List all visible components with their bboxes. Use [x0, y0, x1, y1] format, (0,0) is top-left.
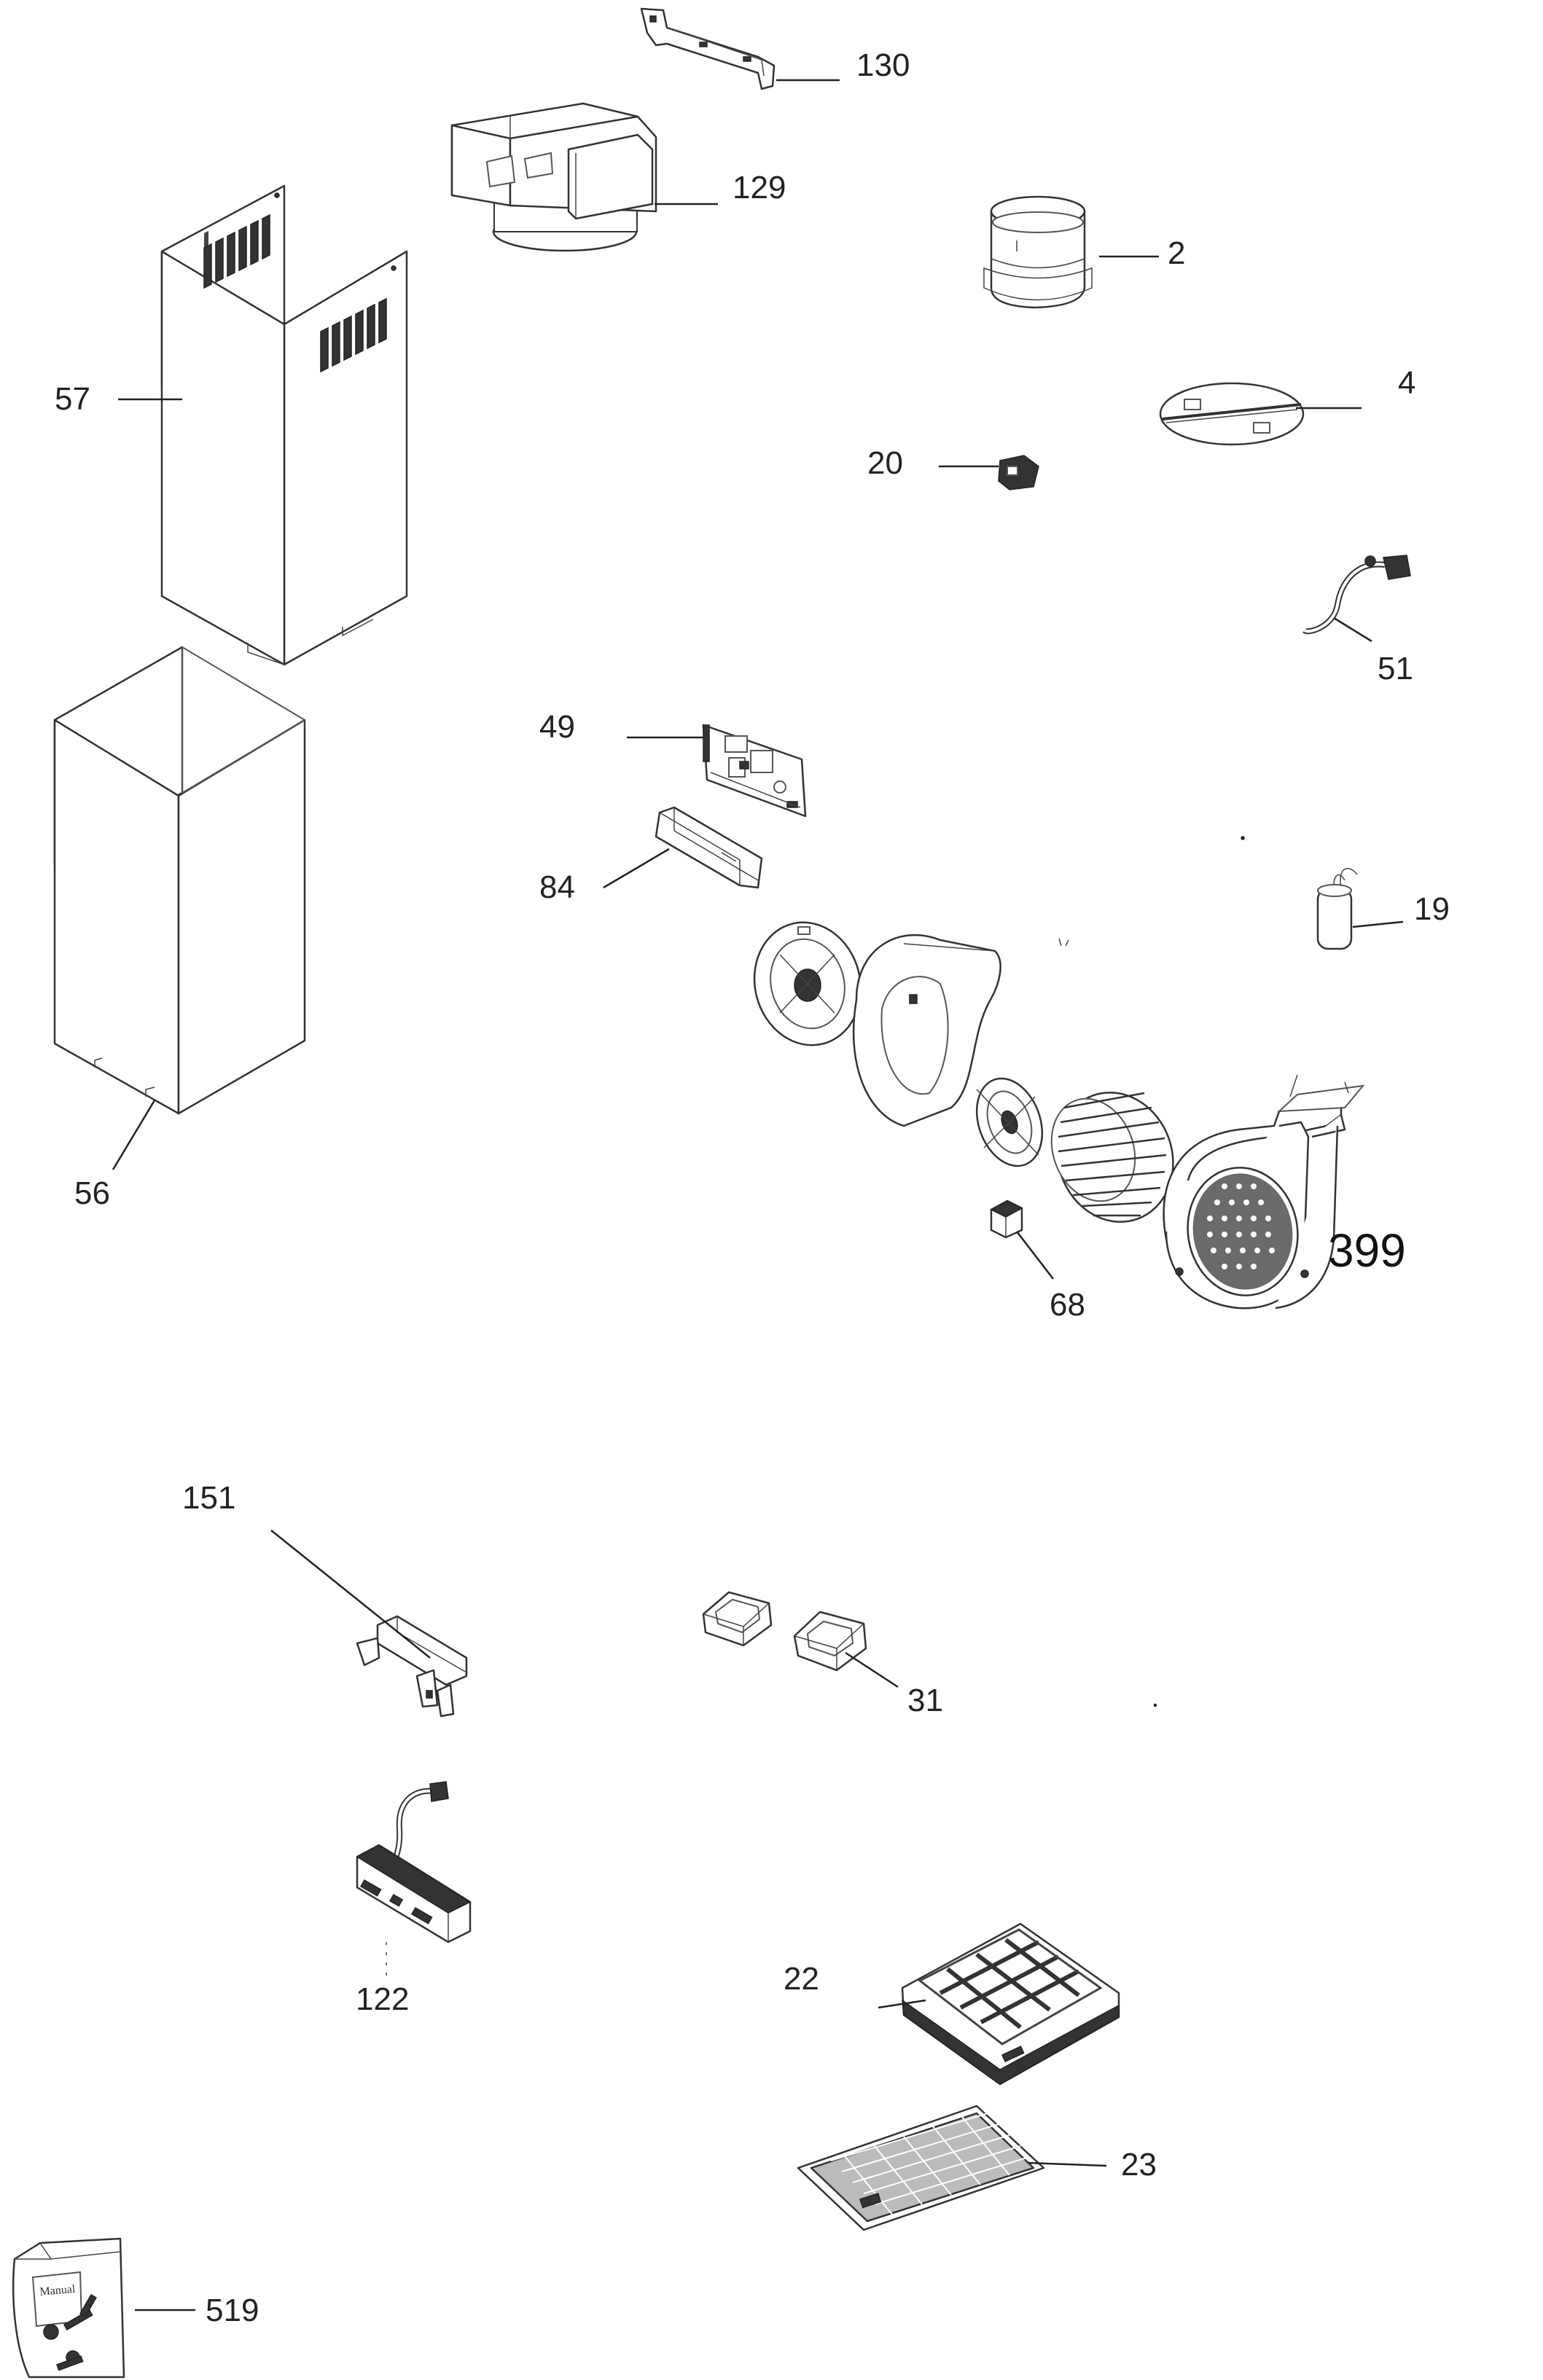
- control-panel-icon: [356, 1781, 472, 1982]
- leader-31: [845, 1651, 899, 1688]
- leader-68: [1016, 1231, 1054, 1280]
- lower-chimney-icon: [53, 646, 306, 1115]
- leader-56: [112, 1100, 156, 1170]
- connector-icon: [998, 455, 1039, 490]
- callout-31: 31: [907, 1683, 943, 1718]
- leader-84: [603, 848, 670, 889]
- board-cover-icon: [655, 806, 763, 889]
- blower-motor-icon: [975, 1077, 1044, 1167]
- leader-51: [1333, 616, 1372, 643]
- blower-volute-icon: [852, 933, 1001, 1127]
- leader-22: [878, 1999, 926, 2009]
- callout-130: 130: [856, 47, 910, 83]
- callout-68: 68: [1050, 1287, 1085, 1323]
- blower-backplate-icon: [753, 921, 862, 1046]
- callout-129: 129: [733, 170, 786, 205]
- switch-icon: [990, 1199, 1023, 1239]
- callout-84: 84: [539, 869, 575, 905]
- backdraft-damper-icon: [1159, 382, 1305, 446]
- callout-151: 151: [182, 1480, 235, 1516]
- air-diverter-icon: [450, 102, 657, 252]
- lamp-holder-icon: [356, 1615, 468, 1718]
- callout-22: 22: [784, 1961, 819, 1997]
- power-cable-icon: [1302, 555, 1411, 635]
- callout-519: 519: [206, 2293, 259, 2328]
- callout-122: 122: [356, 1981, 409, 2017]
- callout-56: 56: [74, 1175, 110, 1211]
- duct-collar-icon: [983, 195, 1093, 309]
- manual-bag-icon: Manual: [12, 2237, 125, 2379]
- light-housing-icon: [702, 1591, 867, 1672]
- callout-49: 49: [539, 709, 575, 745]
- mounting-bracket-icon: [640, 7, 776, 90]
- upper-chimney-icon: [160, 184, 408, 666]
- callout-57: 57: [55, 381, 90, 417]
- callout-23: 23: [1121, 2147, 1157, 2183]
- blower-impeller-icon: [1050, 1092, 1174, 1223]
- capacitor-icon: [1316, 867, 1358, 950]
- callout-19: 19: [1414, 891, 1450, 927]
- leader-23: [1027, 2161, 1107, 2167]
- callout-4: 4: [1398, 365, 1415, 401]
- callout-399: 399: [1328, 1224, 1406, 1277]
- blower-assembly-icon: [753, 921, 1365, 1310]
- control-board-icon: [702, 724, 807, 818]
- leader-19: [1352, 920, 1404, 928]
- manual-bag-label: Manual: [39, 2283, 77, 2298]
- blower-front-housing-icon: [1163, 1074, 1365, 1310]
- leader-151: [270, 1530, 431, 1659]
- callout-20: 20: [867, 445, 903, 481]
- charcoal-filter-icon: [901, 1922, 1120, 2086]
- callout-2: 2: [1168, 235, 1185, 271]
- callout-51: 51: [1378, 651, 1413, 686]
- grease-filter-icon: [797, 2105, 1045, 2231]
